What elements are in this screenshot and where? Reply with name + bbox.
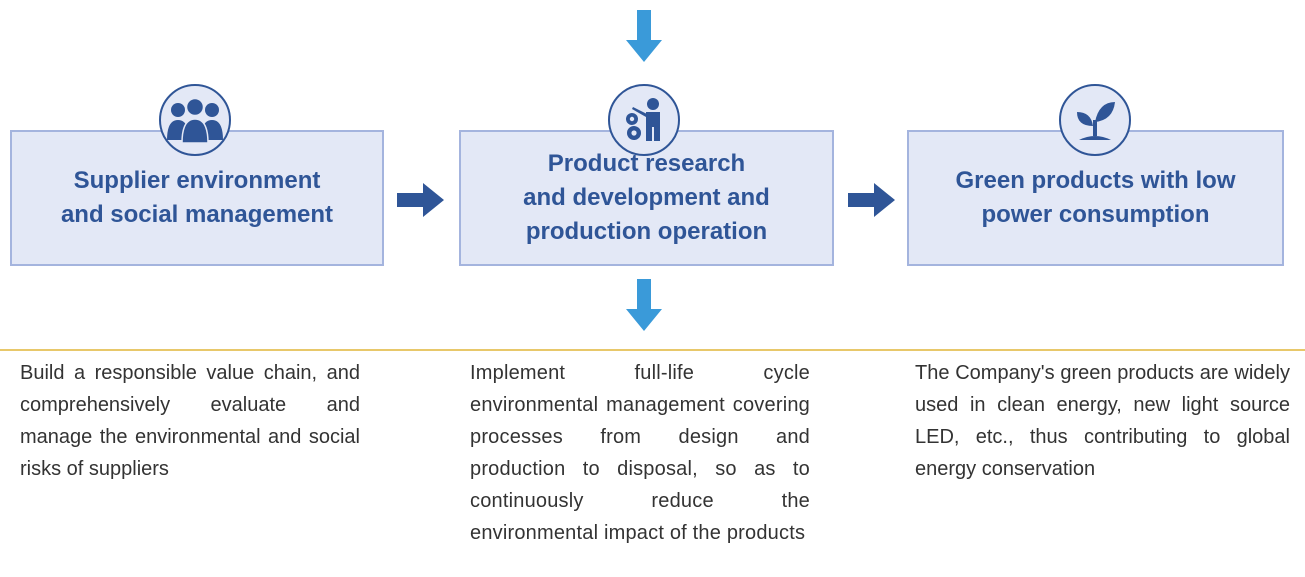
description-supplier: Build a responsible value chain, and com… <box>20 362 360 480</box>
divider-line <box>0 349 1305 351</box>
description-product: Implement full-life cycle environmental … <box>470 362 810 544</box>
presenter-gears-icon <box>608 84 680 156</box>
node-product-title: Product research and development and pro… <box>523 150 770 245</box>
people-group-icon <box>159 84 231 156</box>
right-arrow-1 <box>397 183 444 217</box>
down-arrow-bottom <box>626 279 662 331</box>
down-arrow-top <box>626 10 662 62</box>
right-arrow-2 <box>848 183 895 217</box>
node-supplier-title: Supplier environment and social manageme… <box>60 167 334 228</box>
sprout-icon <box>1059 84 1131 156</box>
description-green: The Company's green products are widely … <box>915 362 1290 480</box>
node-green-title: Green products with low power consumptio… <box>955 167 1236 228</box>
